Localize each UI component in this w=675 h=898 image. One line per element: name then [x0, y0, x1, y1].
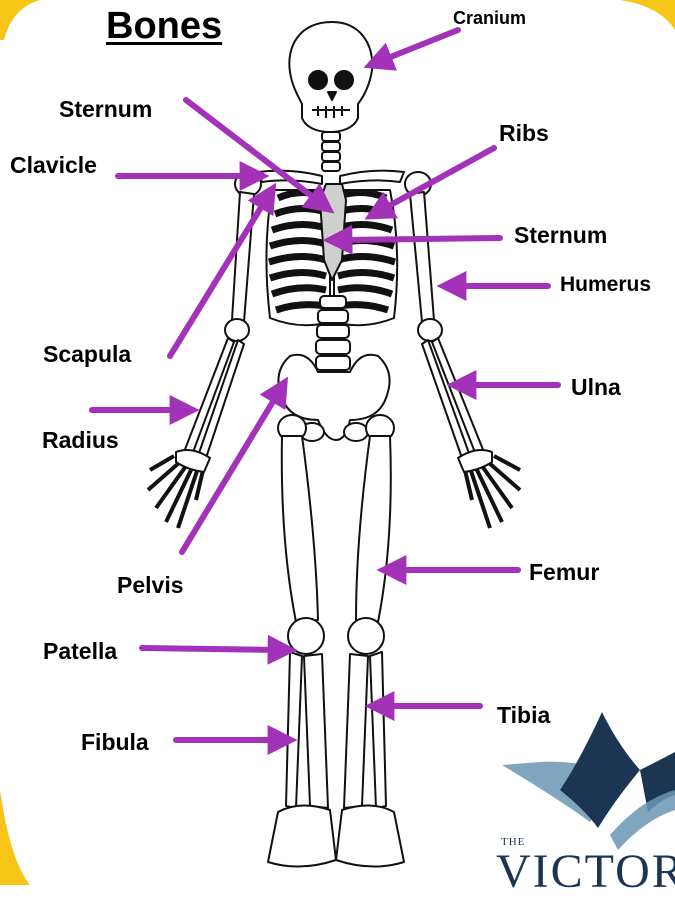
label-humerus: Humerus — [560, 274, 651, 295]
label-ribs: Ribs — [499, 122, 549, 145]
clavicle-right — [340, 171, 404, 184]
left-leg — [268, 415, 336, 867]
lumbar-spine — [316, 296, 350, 370]
label-pelvis: Pelvis — [117, 574, 184, 597]
label-clavicle: Clavicle — [10, 154, 97, 177]
arrow-cranium — [378, 30, 458, 62]
arrow-patella — [142, 648, 282, 650]
arrow-scapula — [170, 196, 268, 356]
victoria-logo-emblem — [502, 712, 675, 850]
logo-text-victoria: VICTOR — [496, 848, 675, 896]
label-fibula: Fibula — [81, 731, 149, 754]
skull — [289, 22, 372, 132]
label-sternum-right: Sternum — [514, 224, 607, 247]
label-cranium: Cranium — [453, 9, 526, 27]
label-patella: Patella — [43, 640, 117, 663]
label-ulna: Ulna — [571, 376, 621, 399]
right-leg — [336, 415, 404, 867]
cervical-spine — [322, 132, 340, 171]
label-sternum-top: Sternum — [59, 98, 152, 121]
right-arm — [405, 172, 520, 528]
label-radius: Radius — [42, 429, 119, 452]
label-tibia: Tibia — [497, 704, 550, 727]
label-scapula: Scapula — [43, 343, 131, 366]
arrow-sternum-right — [338, 238, 500, 240]
page-title: Bones — [106, 6, 222, 48]
left-arm — [148, 172, 261, 528]
label-femur: Femur — [529, 561, 599, 584]
